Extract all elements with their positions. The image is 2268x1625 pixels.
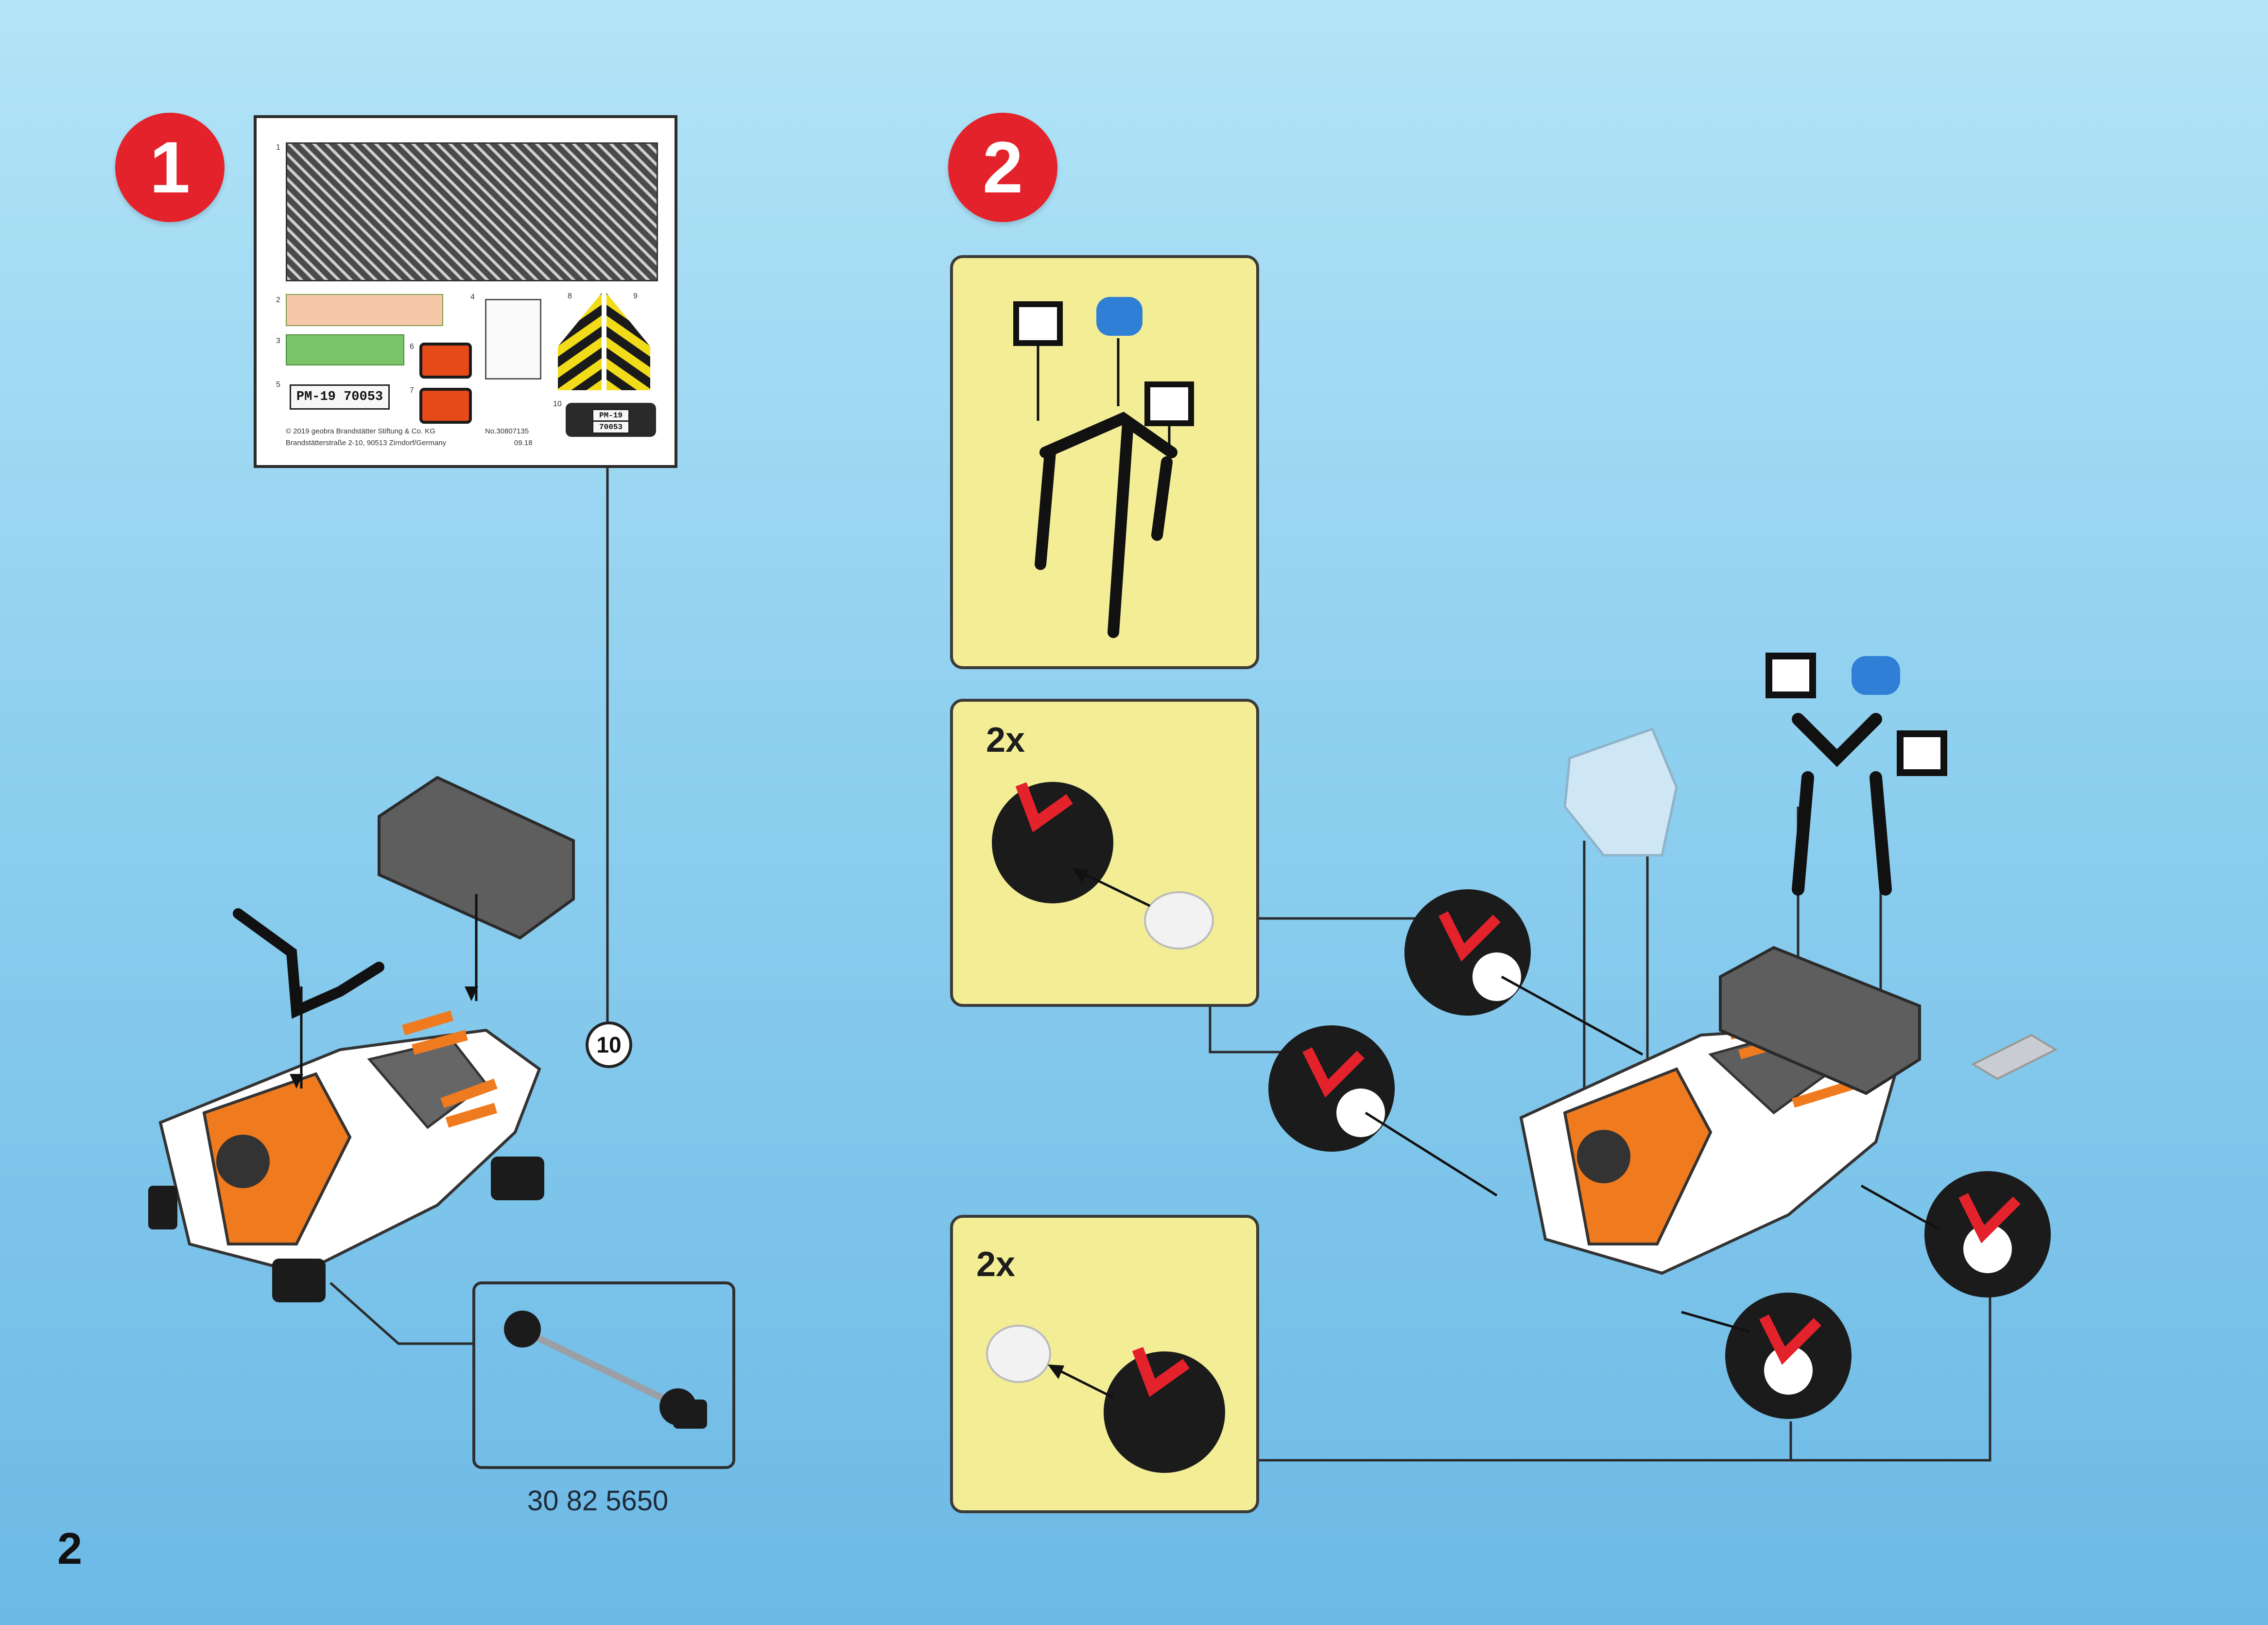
sticker-flowers-1 xyxy=(286,294,443,326)
axle-inset xyxy=(474,1283,734,1468)
sticker-number-6: 6 xyxy=(410,343,414,351)
sticker-flowers-2 xyxy=(286,334,404,365)
sticker-number-2: 2 xyxy=(276,296,280,305)
sticker-callout: 10 xyxy=(586,1021,632,1068)
sticker-number-5: 5 xyxy=(276,380,280,389)
sticker-hazard-left xyxy=(558,293,602,390)
page-number: 2 xyxy=(57,1523,82,1574)
step-badge-1: 1 xyxy=(115,113,225,222)
wheel-left-illustration xyxy=(953,702,1256,1004)
sticker-red-light-1 xyxy=(419,343,472,379)
panel-light-bar xyxy=(950,255,1259,669)
sticker-hazard-right xyxy=(606,293,650,390)
sticker-number-8: 8 xyxy=(568,292,572,301)
copyright-line-2: Brandstätterstraße 2-10, 90513 Zirndorf/… xyxy=(286,439,446,447)
sticker-number-10: 10 xyxy=(553,400,562,409)
sticker-sheet: 1 2 3 4 5 PM-19 70053 6 7 8 9 10 PM-19 7… xyxy=(254,115,677,468)
sticker-red-light-2 xyxy=(419,388,472,424)
sticker-number-9: 9 xyxy=(633,292,638,301)
step1-vehicle xyxy=(148,778,573,1302)
panel-wheel-right: 2x xyxy=(950,1215,1259,1513)
sticker-number-1: 1 xyxy=(276,143,280,152)
axle-part xyxy=(504,1311,707,1429)
step-badge-2: 2 xyxy=(948,113,1057,222)
panel-wheel-left: 2x xyxy=(950,699,1259,1007)
step2-vehicle xyxy=(1268,656,2056,1419)
copyright-line-1: © 2019 geobra Brandstätter Stiftung & Co… xyxy=(286,427,435,435)
light-bar-illustration xyxy=(953,258,1256,666)
plate-sticker-small-line2: 70053 xyxy=(592,420,630,434)
plate-sticker-large: PM-19 70053 xyxy=(290,384,390,410)
stripes-pattern-icon xyxy=(286,142,658,281)
sticker-number-3: 3 xyxy=(276,337,280,346)
date-code: 09.18 xyxy=(514,439,533,447)
sticker-document xyxy=(485,299,541,380)
sticker-number-4: 4 xyxy=(470,293,475,302)
axle-part-number: 30 82 5650 xyxy=(527,1485,668,1517)
article-number: No.30807135 xyxy=(485,427,529,435)
wheel-right-illustration xyxy=(953,1218,1256,1510)
sticker-number-7: 7 xyxy=(410,386,414,395)
